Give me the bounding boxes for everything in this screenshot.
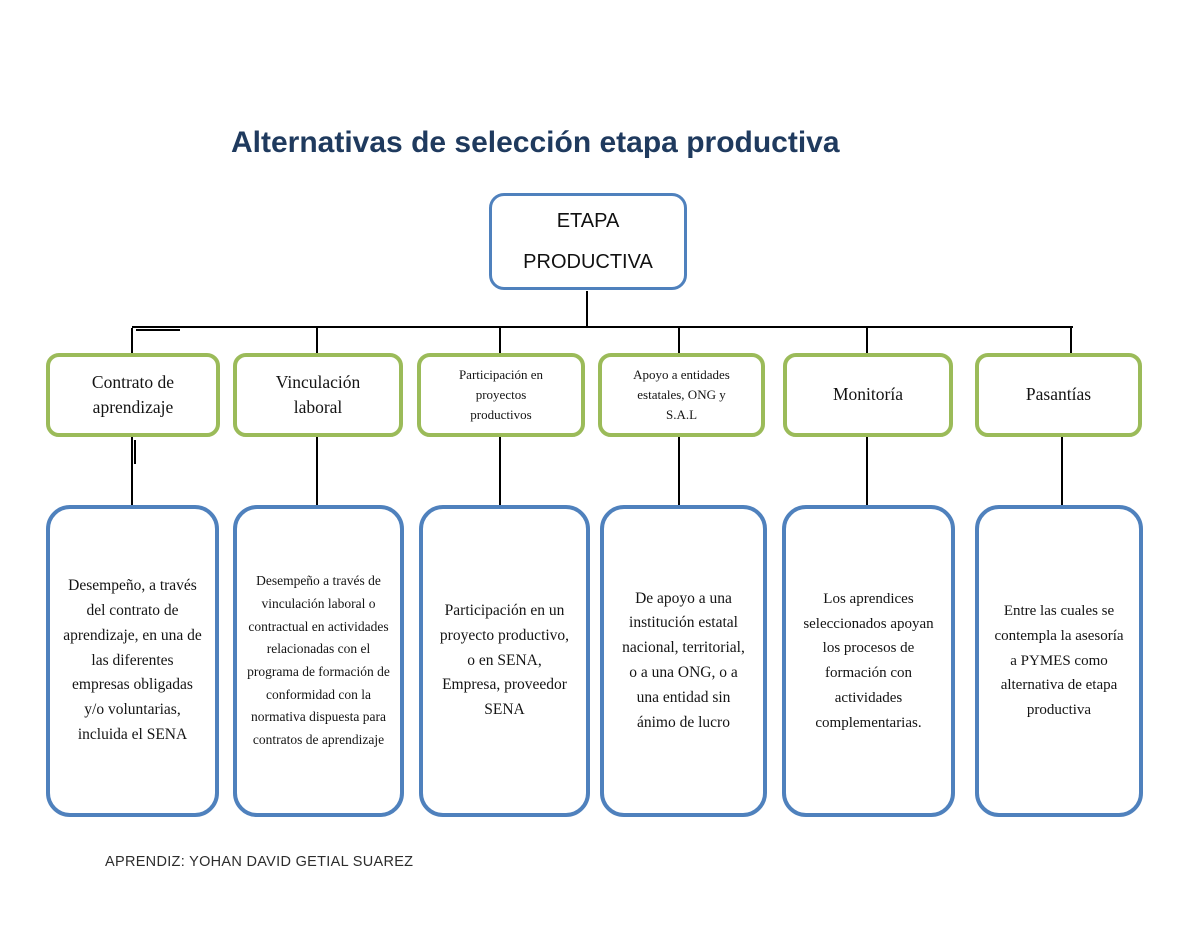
description-node-pasantias: Entre las cuales se contempla la asesorí… <box>975 505 1143 817</box>
connector-drop-monitoria <box>866 328 868 354</box>
connector-participacion-description <box>499 437 501 506</box>
connector-contrato-description <box>131 437 133 506</box>
connector-drop-participacion <box>499 328 501 354</box>
branch-node-monitoria: Monitoría <box>783 353 953 437</box>
author-caption: APRENDIZ: YOHAN DAVID GETIAL SUAREZ <box>105 854 414 870</box>
connector-apoyo-description <box>678 437 680 506</box>
branch-node-label: Apoyo a entidades estatales, ONG y S.A.L <box>633 366 730 423</box>
description-node-apoyo-entidades: De apoyo a una institución estatal nacio… <box>600 505 767 817</box>
diagram-title: Alternativas de selección etapa producti… <box>231 126 840 159</box>
connector-vinculacion-description <box>316 437 318 506</box>
connector-drop-pasantias <box>1070 328 1072 354</box>
branch-node-apoyo-entidades: Apoyo a entidades estatales, ONG y S.A.L <box>598 353 765 437</box>
description-node-text: Los aprendices seleccionados apoyan los … <box>803 590 934 731</box>
description-node-contrato-de-aprendizaje: Desempeño, a través del contrato de apre… <box>46 505 219 817</box>
root-node-label: ETAPA PRODUCTIVA <box>523 209 653 273</box>
description-node-participacion-proyectos: Participación en un proyecto productivo,… <box>419 505 590 817</box>
connector-rail-overlap-segment <box>136 329 180 331</box>
branch-node-label: Monitoría <box>833 384 903 405</box>
description-node-monitoria: Los aprendices seleccionados apoyan los … <box>782 505 955 817</box>
description-node-text: Desempeño a través de vinculación labora… <box>247 573 390 748</box>
connector-pasantias-description <box>1061 437 1063 506</box>
branch-node-label: Contrato de aprendizaje <box>91 371 175 417</box>
connector-drop-contrato <box>131 328 133 354</box>
branch-node-label: Vinculación laboral <box>275 371 361 417</box>
description-node-vinculacion-laboral: Desempeño a través de vinculación labora… <box>233 505 404 817</box>
description-node-text: Desempeño, a través del contrato de apre… <box>63 577 202 743</box>
branch-node-contrato-de-aprendizaje: Contrato de aprendizaje <box>46 353 220 437</box>
connector-contrato-overlap-segment <box>134 440 136 464</box>
branch-node-label: Participación en proyectos productivos <box>458 366 544 423</box>
connector-horizontal-rail <box>132 326 1073 328</box>
branch-node-vinculacion-laboral: Vinculación laboral <box>233 353 403 437</box>
root-node-etapa-productiva: ETAPA PRODUCTIVA <box>489 193 687 290</box>
description-node-text: Participación en un proyecto productivo,… <box>439 602 570 719</box>
branch-node-label: Pasantías <box>1025 384 1092 405</box>
description-node-text: Entre las cuales se contempla la asesorí… <box>994 603 1124 719</box>
connector-drop-apoyo <box>678 328 680 354</box>
connector-root-trunk <box>586 291 588 327</box>
branch-node-pasantias: Pasantías <box>975 353 1142 437</box>
connector-monitoria-description <box>866 437 868 506</box>
connector-drop-vinculacion <box>316 328 318 354</box>
description-node-text: De apoyo a una institución estatal nacio… <box>622 589 745 731</box>
branch-node-participacion-proyectos: Participación en proyectos productivos <box>417 353 585 437</box>
